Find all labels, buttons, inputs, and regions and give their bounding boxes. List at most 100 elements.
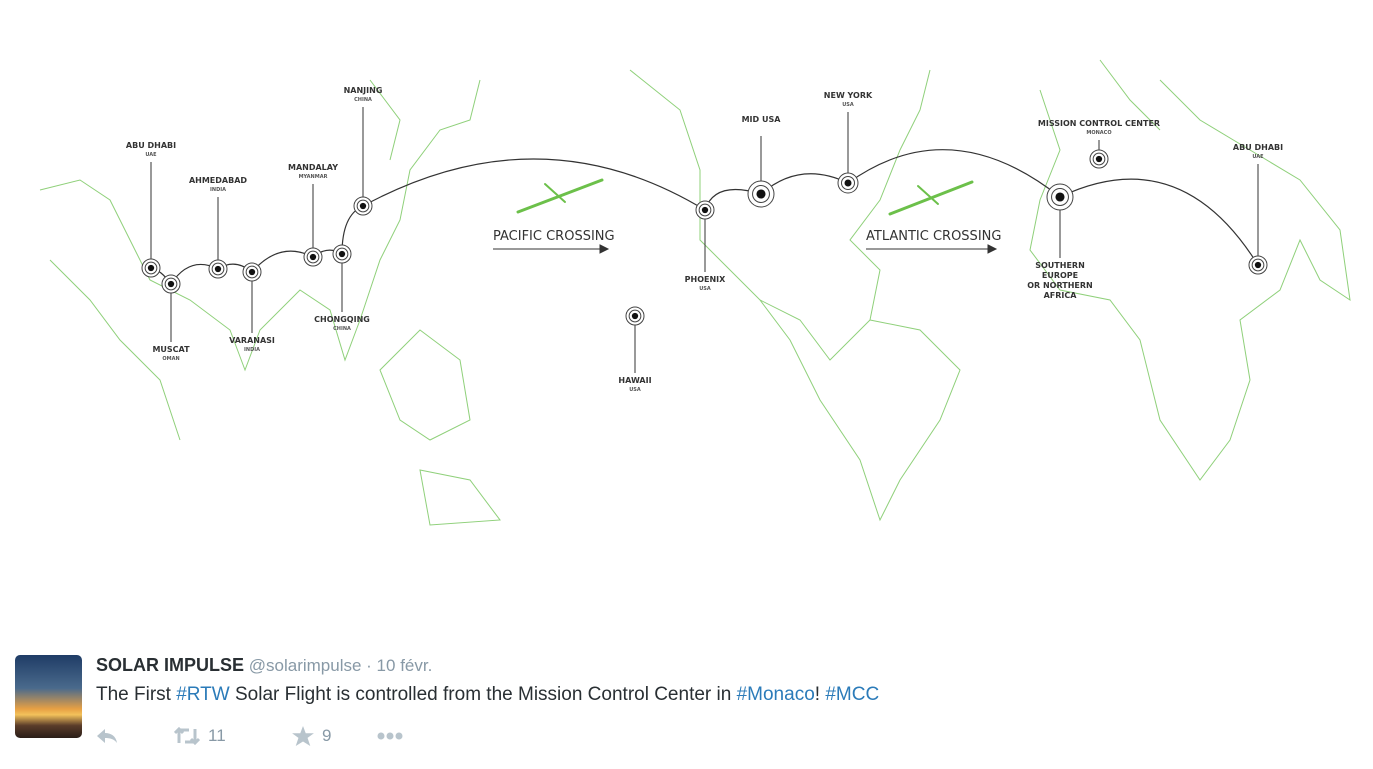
- atlantic-plane-icon: [888, 180, 974, 216]
- target-dot: [359, 202, 367, 210]
- stop-name: MANDALAY: [288, 163, 338, 172]
- stop-name: ABU DHABI: [126, 141, 176, 150]
- stop-name: HAWAII: [618, 376, 651, 385]
- stop-name: CHONGQING: [314, 315, 370, 324]
- target-dot: [214, 265, 222, 273]
- stop-name: OR NORTHERN: [1027, 281, 1093, 290]
- stop-marker: MID USA: [742, 115, 782, 208]
- target-ring: [1092, 152, 1106, 166]
- target-ring: [698, 203, 712, 217]
- stop-marker: PHOENIX USA: [685, 200, 726, 292]
- stop-country: INDIA: [210, 187, 226, 193]
- pacific-crossing-label: PACIFIC CROSSING: [493, 229, 615, 244]
- author-handle[interactable]: @solarimpulse: [248, 656, 362, 675]
- stop-name: NANJING: [344, 86, 383, 95]
- target-ring: [144, 261, 158, 275]
- stop-country: CHINA: [333, 326, 351, 332]
- target-dot: [248, 268, 256, 276]
- stop-name: PHOENIX: [685, 275, 726, 284]
- stop-marker: ABU DHABI UAE: [1233, 143, 1283, 275]
- star-icon: [292, 726, 314, 746]
- tweet-date[interactable]: · 10 févr.: [366, 656, 433, 675]
- route-map: PACIFIC CROSSING ATLANTIC CROSSING ABU D…: [39, 59, 1351, 526]
- target-ring: [752, 185, 770, 203]
- target-ring: [245, 265, 259, 279]
- stop-country: OMAN: [162, 356, 179, 362]
- target-ring: [335, 247, 349, 261]
- stop-country: INDIA: [244, 347, 260, 353]
- text: !: [814, 684, 826, 705]
- flight-route: [150, 149, 1259, 286]
- stop-country: MYANMAR: [299, 174, 328, 180]
- stop-name: MUSCAT: [152, 345, 190, 354]
- reply-icon: [97, 729, 117, 743]
- stop-marker: ABU DHABI UAE: [126, 141, 176, 278]
- stop-name: VARANASI: [229, 336, 275, 345]
- world-map-outline: [39, 59, 1351, 526]
- target-dot: [147, 264, 155, 272]
- favorite-count: 9: [322, 726, 332, 745]
- text: The First: [96, 684, 177, 705]
- stop-marker: AHMEDABAD INDIA: [189, 176, 247, 279]
- target-dot: [338, 250, 346, 258]
- stop-name: NEW YORK: [824, 91, 873, 100]
- target-dot: [1055, 192, 1065, 202]
- target-ring: [841, 176, 855, 190]
- target-dot: [1254, 261, 1262, 269]
- stop-name: EUROPE: [1042, 271, 1078, 280]
- stop-marker: MANDALAY MYANMAR: [288, 163, 338, 267]
- author-name[interactable]: SOLAR IMPULSE: [96, 655, 245, 675]
- stop-name: SOUTHERN: [1035, 261, 1085, 270]
- retweet-icon: [174, 727, 200, 745]
- hashtag-monaco[interactable]: #Monaco: [736, 684, 815, 705]
- stop-marker: VARANASI INDIA: [229, 262, 275, 353]
- target-dot: [167, 280, 175, 288]
- stop-marker: HAWAII USA: [618, 306, 652, 393]
- atlantic-arrow-icon: [866, 244, 998, 254]
- retweet-count: 11: [208, 726, 226, 745]
- target-ring: [628, 309, 642, 323]
- target-ring: [164, 277, 178, 291]
- stop-marker: MISSION CONTROL CENTER MONACO: [1038, 119, 1160, 169]
- stop-marker: NEW YORK USA: [824, 91, 873, 194]
- stop-name: ABU DHABI: [1233, 143, 1283, 152]
- stop-country: USA: [842, 102, 854, 108]
- reply-button[interactable]: [96, 727, 174, 745]
- stop-name: AHMEDABAD: [189, 176, 247, 185]
- stop-country: MONACO: [1086, 130, 1111, 136]
- stop-country: USA: [629, 387, 641, 393]
- favorite-button[interactable]: 9: [292, 726, 377, 746]
- stop-marker: MUSCAT OMAN: [152, 274, 190, 362]
- stop-country: UAE: [145, 152, 157, 158]
- target-dot: [631, 312, 639, 320]
- pacific-arrow-icon: [493, 244, 610, 254]
- retweet-button[interactable]: 11: [174, 726, 292, 746]
- target-ring: [1051, 188, 1069, 206]
- atlantic-crossing-label: ATLANTIC CROSSING: [866, 229, 1001, 244]
- more-button[interactable]: [377, 731, 403, 741]
- target-dot: [701, 206, 709, 214]
- stop-name: MISSION CONTROL CENTER: [1038, 119, 1160, 128]
- target-ring: [306, 250, 320, 264]
- target-dot: [309, 253, 317, 261]
- hashtag-rtw[interactable]: #RTW: [176, 684, 230, 705]
- pacific-plane-icon: [516, 178, 604, 214]
- stop-marker: CHONGQING CHINA: [314, 244, 370, 332]
- target-dot: [756, 189, 766, 199]
- stop-name: MID USA: [742, 115, 782, 124]
- more-icon: [377, 732, 403, 740]
- target-ring: [211, 262, 225, 276]
- stop-country: USA: [699, 286, 711, 292]
- stop-name: AFRICA: [1044, 291, 1078, 300]
- avatar[interactable]: [15, 655, 82, 738]
- target-ring: [356, 199, 370, 213]
- hashtag-mcc[interactable]: #MCC: [825, 684, 880, 705]
- target-dot: [1095, 155, 1103, 163]
- text: Solar Flight is controlled from the Miss…: [229, 684, 737, 705]
- stop-country: UAE: [1252, 154, 1264, 160]
- target-ring: [1251, 258, 1265, 272]
- target-dot: [844, 179, 852, 187]
- tweet-text: The First #RTW Solar Flight is controlle…: [96, 684, 879, 706]
